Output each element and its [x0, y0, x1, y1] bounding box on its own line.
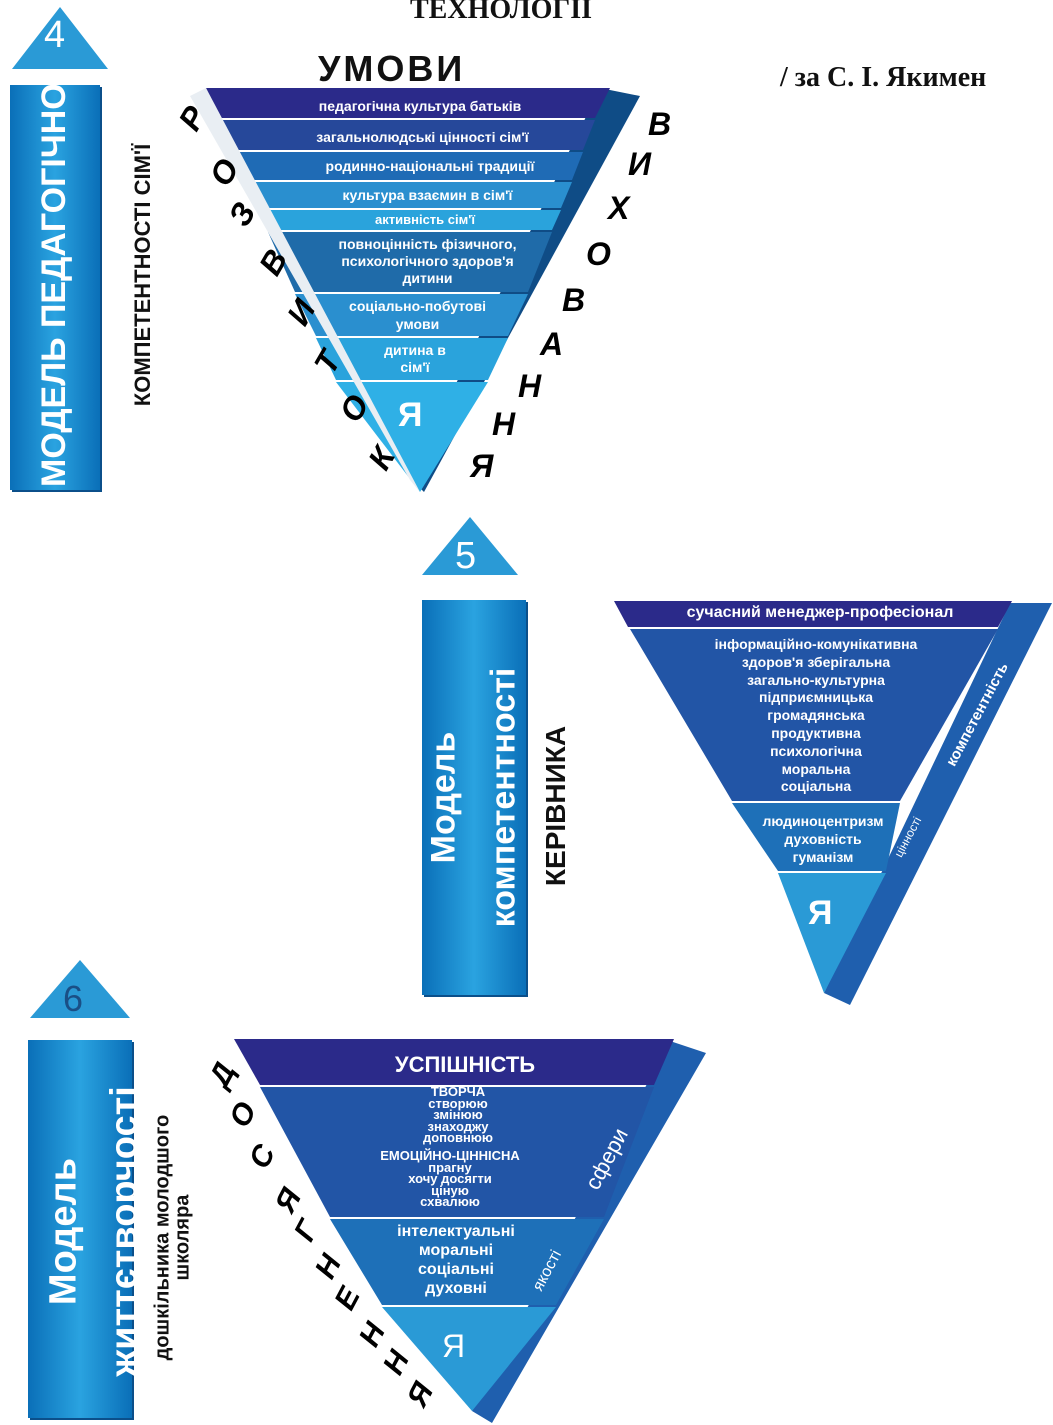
competence-item: соціальна	[780, 778, 852, 795]
value-item: гуманізм	[792, 849, 854, 865]
model4-layer-8a: дитина в	[384, 342, 446, 358]
model6-title-1: Модель	[42, 1157, 85, 1306]
model6-top-layer: УСПІШНІСТЬ	[394, 1052, 536, 1077]
competence-item: підприємницька	[758, 689, 873, 706]
model5-subtitle: КЕРІВНИКА	[540, 725, 571, 887]
model6-pyramid	[234, 1039, 706, 1423]
model4-right-letter: А	[540, 326, 564, 362]
model4-right-letter: О	[586, 236, 611, 272]
model5-title-bar	[422, 600, 526, 995]
competence-item: загально-культурна	[747, 671, 885, 688]
model6-qualities: інтелектуальні моральні соціальні духовн…	[356, 1222, 556, 1298]
creative-item: доповнюю	[422, 1130, 494, 1145]
model4-title: МОДЕЛЬ ПЕДАГОГІЧНОЇ	[35, 73, 73, 487]
model6-title-bar	[28, 1040, 132, 1418]
creative-item: знаходжу	[427, 1118, 489, 1134]
model6-emotional: ЕМОЦІЙНО-ЦІННІСНА прагну хочу досягти ці…	[300, 1148, 600, 1209]
model4-layer-6c: дитини	[402, 270, 453, 286]
emotional-item: хочу досягти	[408, 1171, 492, 1186]
model6-subtitle-2: школяра	[171, 1194, 194, 1281]
emotional-item: схвалюю	[420, 1194, 480, 1209]
model4-number: 4	[44, 14, 66, 56]
model4-layer-3: родинно-національні традиції	[325, 158, 535, 174]
competence-item: інформаційно-комунікативна	[714, 636, 918, 652]
quality-item: духовні	[425, 1280, 487, 1297]
model4-layer-6a: повноцінність фізичного,	[338, 236, 517, 252]
model5-top-layer: сучасний менеджер-професіонал	[686, 604, 954, 621]
author-credit: / за С. І. Якимен	[780, 62, 987, 93]
model4-layer-8b: сім'ї	[400, 359, 430, 375]
model4-number-triangle	[12, 7, 108, 69]
model4-right-letter: И	[628, 146, 652, 182]
model4-title-bar	[10, 85, 100, 490]
creative-item: ТВОРЧА	[430, 1084, 486, 1099]
competence-item: громадянська	[767, 707, 865, 724]
quality-item: інтелектуальні	[397, 1223, 515, 1240]
model6-core: Я	[442, 1328, 466, 1364]
quality-item: моральні	[418, 1242, 494, 1259]
value-item: людиноцентризм	[762, 813, 884, 829]
model6-title-2: життєтворчості	[103, 1086, 146, 1377]
model5-title-2: компетентності	[484, 667, 523, 928]
competence-item: психологічна	[770, 742, 862, 759]
value-item: духовність	[784, 831, 862, 847]
model4-right-letter: Н	[492, 406, 516, 442]
model4-layer-1: педагогічна культура батьків	[318, 98, 522, 114]
competence-item: моральна	[781, 760, 851, 777]
model5-title-1: Модель	[424, 731, 463, 864]
model4-pyramid	[190, 88, 640, 492]
model4-layer-5: активність сім'ї	[375, 212, 475, 227]
model5-values: людиноцентризм духовність гуманізм	[728, 812, 918, 866]
emotional-item: ціную	[431, 1182, 469, 1198]
emotional-item: ЕМОЦІЙНО-ЦІННІСНА	[380, 1148, 520, 1163]
competence-item: здоров'я зберігальна	[741, 653, 891, 670]
model5-competences: інформаційно-комунікативна здоров'я збер…	[660, 636, 972, 796]
creative-item: створюю	[428, 1095, 488, 1111]
model5-core: Я	[808, 894, 833, 932]
model6-number-triangle	[30, 960, 130, 1018]
quality-item: соціальні	[418, 1261, 494, 1278]
model4-right-letter: Я	[470, 448, 494, 484]
model6-number: 6	[63, 978, 84, 1019]
creative-item: змінюю	[433, 1107, 483, 1122]
model5-pyramid	[614, 601, 1052, 1005]
model4-layer-2: загальнолюдські цінності сім'ї	[316, 129, 529, 145]
model4-layer-6b: психологічного здоров'я	[341, 253, 514, 269]
model5-number-triangle	[422, 517, 518, 575]
model4-right-letter: В	[648, 106, 672, 142]
top-title: ТЕХНОЛОГІЇ	[410, 0, 592, 25]
model6-creative: ТВОРЧА створюю змінюю знаходжу доповнюю	[348, 1084, 568, 1145]
model4-layer-4: культура взаємин в сім'ї	[342, 187, 513, 203]
emotional-item: прагну	[428, 1159, 472, 1175]
model4-right-letter: Х	[608, 190, 630, 226]
model4-layer-7b: умови	[395, 316, 440, 332]
model4-layer-7a: соціально-побутові	[349, 298, 486, 314]
model4-right-letter: Н	[518, 368, 542, 404]
competence-item: продуктивна	[771, 724, 861, 741]
model4-right-letter: В	[562, 282, 586, 318]
model4-core: Я	[398, 396, 423, 434]
model4-top-label: УМОВИ	[318, 48, 466, 89]
model5-number: 5	[455, 535, 477, 577]
